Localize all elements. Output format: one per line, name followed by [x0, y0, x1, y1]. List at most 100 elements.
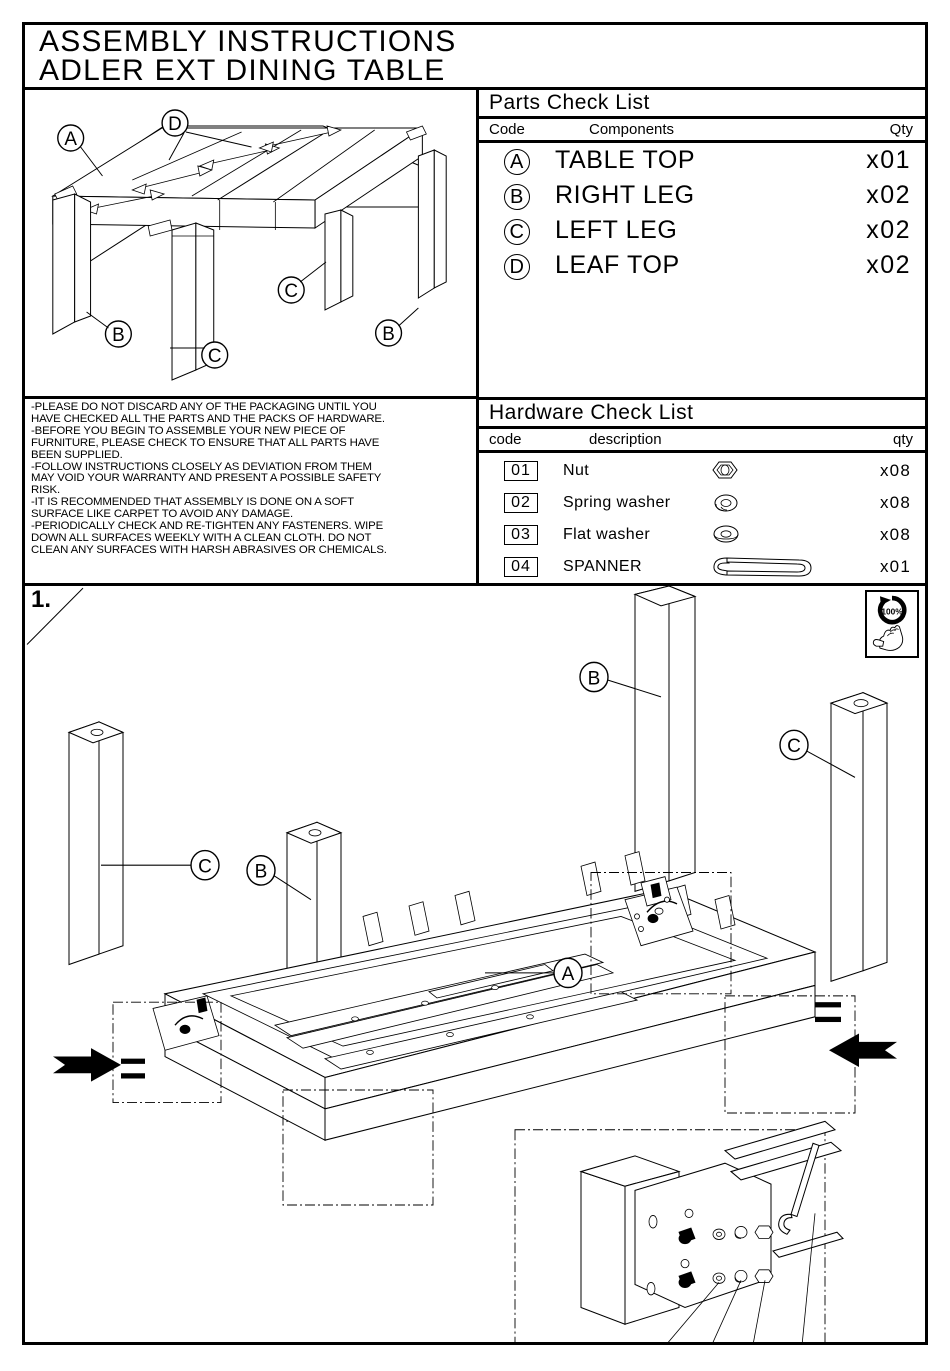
part-code-badge: D [479, 251, 555, 280]
warning-text-block: -PLEASE DO NOT DISCARD ANY OF THE PACKAG… [25, 399, 476, 583]
left-column: A D B C C [25, 90, 479, 583]
hardware-header-description: description [589, 431, 662, 448]
part-name: LEFT LEG [555, 216, 678, 244]
table-row: 04 SPANNER x01 [479, 551, 925, 583]
step-number: 1. [31, 586, 52, 613]
warning-line: -PERIODICALLY CHECK AND RE-TIGHTEN ANY F… [31, 520, 384, 533]
document-title: ASSEMBLY INSTRUCTIONS ADLER EXT DINING T… [25, 25, 925, 90]
svg-text:B: B [112, 325, 125, 346]
hardware-qty: x08 [879, 461, 911, 480]
parts-check-list-body: A TABLE TOP x01 B RIGHT LEG x02 C [479, 143, 925, 397]
tighten-fully-badge: 100% [865, 590, 919, 658]
warning-line: -PLEASE DO NOT DISCARD ANY OF THE PACKAG… [31, 401, 377, 413]
inset-spanner-icon [778, 1142, 820, 1235]
part-code-letter: B [504, 184, 530, 210]
overview-illustration: A D B C C [25, 90, 476, 399]
part-code-badge: C [479, 216, 555, 245]
spanner-icon [709, 552, 829, 582]
svg-text:B: B [382, 324, 395, 345]
warning-line: RISK. [31, 484, 61, 497]
hardware-code-badge: 01 [479, 461, 563, 481]
hardware-check-list: Hardware Check List code description qty… [479, 397, 925, 583]
warning-line: FURNITURE, PLEASE CHECK TO ENSURE THAT A… [31, 436, 380, 449]
part-name: LEAF TOP [555, 251, 680, 279]
part-qty: x02 [866, 216, 911, 244]
svg-text:C: C [787, 735, 801, 757]
hardware-check-list-body: 01 Nut x08 [479, 453, 925, 583]
hardware-qty: x08 [879, 493, 911, 512]
warning-line: BEEN SUPPLIED. [31, 448, 123, 461]
hardware-code: 01 [504, 461, 538, 481]
warning-line: -IT IS RECOMMENDED THAT ASSEMBLY IS DONE… [31, 496, 354, 509]
callout-a-top: A [485, 957, 583, 989]
warning-line: -FOLLOW INSTRUCTIONS CLOSELY AS DEVIATIO… [31, 460, 372, 473]
parts-header-code: Code [489, 121, 525, 138]
table-row: C LEFT LEG x02 [479, 213, 925, 248]
part-code-badge: A [479, 146, 555, 175]
callout-c-right: C [779, 729, 856, 778]
hardware-header-code: code [489, 431, 522, 448]
table-row: 02 Spring washer x08 [479, 487, 925, 519]
part-qty: x01 [866, 146, 911, 174]
hardware-code: 04 [504, 557, 538, 577]
part-code-letter: A [504, 149, 530, 175]
hardware-code: 03 [504, 525, 538, 545]
part-name: RIGHT LEG [555, 181, 695, 209]
hardware-description: Flat washer [563, 526, 651, 543]
hand-tighten-icon [872, 625, 904, 651]
warning-line: -BEFORE YOU BEGIN TO ASSEMBLE YOUR NEW P… [31, 424, 346, 437]
part-qty: x02 [866, 251, 911, 279]
hardware-check-list-header: code description qty [479, 429, 925, 453]
warning-line: DOWN ALL SURFACES WEEKLY WITH A CLEAN CL… [31, 531, 372, 544]
part-code-letter: D [504, 254, 530, 280]
title-line-2: ADLER EXT DINING TABLE [39, 54, 446, 87]
svg-text:A: A [64, 129, 77, 150]
warning-line: CLEAN ANY SURFACES WITH HARSH ABRASIVES … [31, 543, 387, 556]
warning-line: SURFACE LIKE CARPET TO AVOID ANY DAMAGE. [31, 508, 293, 521]
hardware-code: 02 [504, 493, 538, 513]
svg-text:D: D [168, 114, 182, 135]
flat-washer-icon [709, 522, 829, 548]
push-arrow-left [829, 1033, 897, 1067]
svg-text:B: B [255, 860, 268, 882]
callout-b-left: B [246, 855, 312, 901]
warning-line: HAVE CHECKED ALL THE PARTS AND THE PACKS… [31, 412, 385, 425]
parts-check-list-title: Parts Check List [479, 90, 925, 119]
table-row: 03 Flat washer x08 [479, 519, 925, 551]
spring-washer-icon [709, 490, 829, 516]
hardware-description: Nut [563, 462, 590, 479]
svg-text:C: C [198, 855, 212, 877]
step-1-illustration: C B B C A [26, 586, 897, 1342]
svg-text:C: C [284, 281, 298, 302]
svg-text:A: A [562, 963, 575, 985]
instruction-sheet: ASSEMBLY INSTRUCTIONS ADLER EXT DINING T… [22, 22, 928, 1345]
callout-c-left: C [101, 849, 220, 881]
hex-nut-icon [709, 458, 829, 484]
table-row: A TABLE TOP x01 [479, 143, 925, 178]
leg-part-c-right [829, 691, 889, 982]
hardware-code-badge: 04 [479, 557, 563, 577]
upper-section: A D B C C [25, 90, 925, 586]
parts-header-qty: Qty [889, 121, 913, 138]
parts-check-list-header: Code Components Qty [479, 119, 925, 143]
callout-b-top: B [579, 661, 662, 698]
part-name: TABLE TOP [555, 146, 696, 174]
warning-line: MAY VOID YOUR WARRANTY AND PRESENT A POS… [31, 472, 382, 485]
hardware-code-badge: 03 [479, 525, 563, 545]
table-row: 01 Nut x08 [479, 455, 925, 487]
hardware-description: Spring washer [563, 494, 671, 511]
step-1-panel: 1. 100% [25, 586, 925, 1342]
push-arrow-right [53, 1048, 121, 1082]
leg-part-b-top [633, 586, 697, 893]
hardware-qty: x01 [879, 557, 911, 576]
part-qty: x02 [866, 181, 911, 209]
hardware-description: SPANNER [563, 558, 642, 575]
leg-part-c-left [67, 721, 125, 966]
svg-text:B: B [588, 667, 601, 689]
detail-inset [514, 1120, 844, 1342]
hardware-check-list-title: Hardware Check List [479, 400, 925, 429]
table-row: B RIGHT LEG x02 [479, 178, 925, 213]
hardware-header-qty: qty [892, 431, 913, 448]
parts-header-components: Components [589, 121, 675, 138]
part-code-letter: C [504, 219, 530, 245]
